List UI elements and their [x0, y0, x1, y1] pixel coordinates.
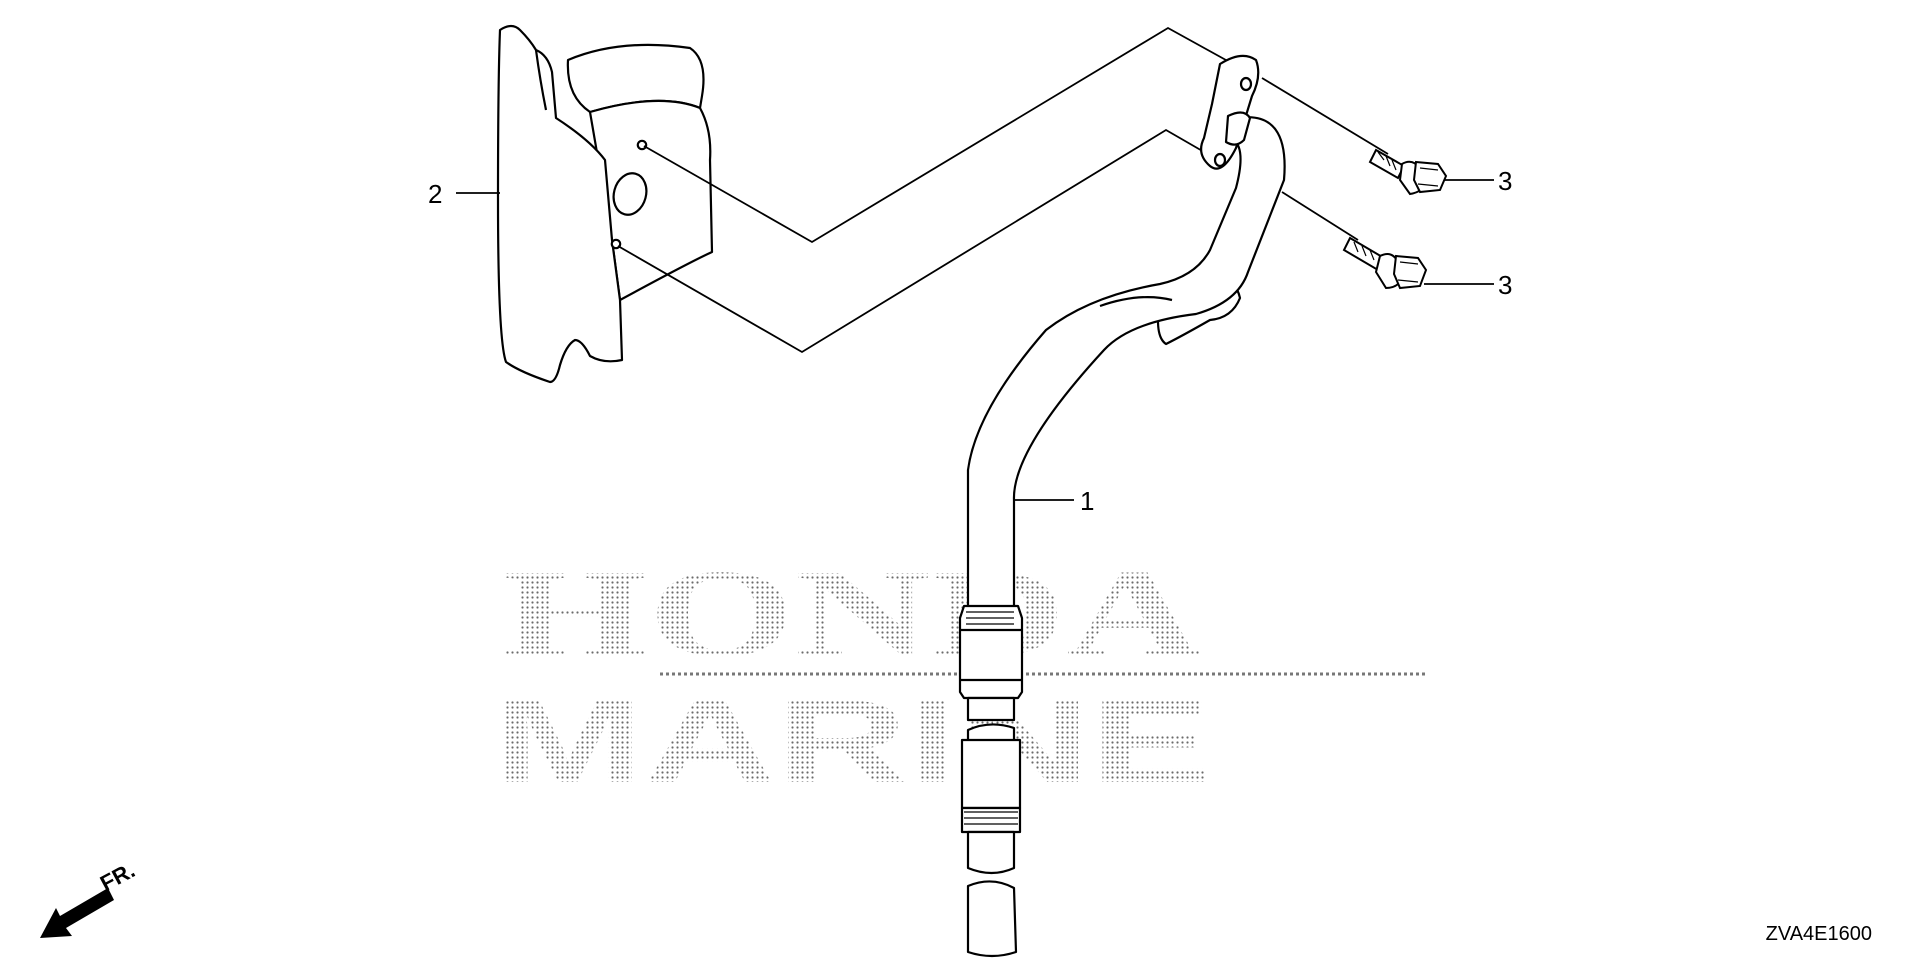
bracket-plate-part-2[interactable] [496, 24, 714, 384]
diagram-part-code: ZVA4E1600 [1765, 923, 1872, 945]
callout-label-1: 1 [1080, 486, 1095, 516]
assembly-leader-lines [617, 26, 1389, 354]
watermark-line1: HONDA [502, 545, 1202, 683]
watermark-line2: MARINE [492, 676, 1212, 808]
front-direction-arrow-icon [40, 888, 114, 938]
flange-bolt-part-3-lower[interactable] [1342, 236, 1428, 290]
oil-guide-pipe-part-1[interactable] [958, 54, 1286, 958]
callout-leaders [456, 179, 1494, 501]
honda-marine-watermark: HONDA MARINE [492, 545, 1428, 808]
callout-label-3-upper: 3 [1498, 166, 1513, 196]
callout-label-2: 2 [428, 179, 443, 209]
callout-label-3-lower: 3 [1498, 270, 1513, 300]
flange-bolt-part-3-upper[interactable] [1368, 148, 1448, 196]
